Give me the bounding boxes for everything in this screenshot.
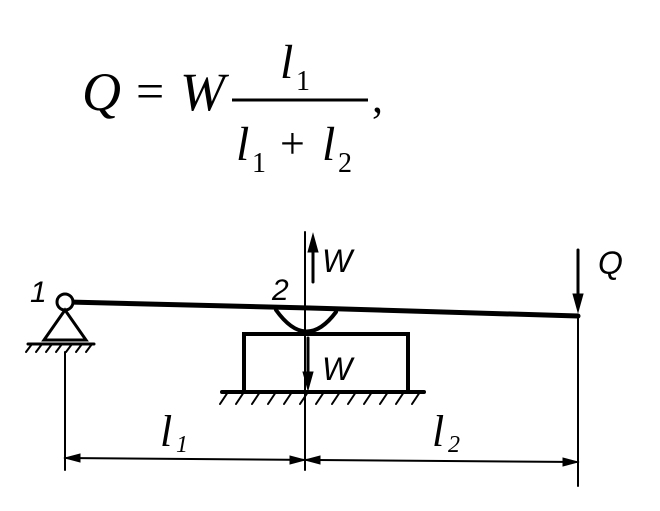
lever-beam xyxy=(65,299,581,319)
formula-equals: = xyxy=(136,63,164,119)
dimension-2-subscript: 2 xyxy=(448,432,460,458)
formula-numerator: l xyxy=(280,36,293,89)
mechanism-diagram xyxy=(25,231,584,487)
dimension-arrow-mid-left xyxy=(289,455,307,465)
lower-force-arrowhead xyxy=(302,371,314,392)
contact-label: 2 xyxy=(271,274,289,307)
dimension-2-label: l xyxy=(432,407,444,456)
formula-denominator-term-1-subscript: 1 xyxy=(252,148,266,179)
formula-lhs: Q xyxy=(82,62,121,122)
formula-denominator-term-1: l xyxy=(236,118,249,171)
formula-numerator-subscript: 1 xyxy=(296,66,310,97)
diagram-labels: 1 2 W W Q l 1 l 2 xyxy=(30,243,623,458)
dimension-arrow-right xyxy=(562,457,580,467)
pivot-ground-hatching xyxy=(25,343,93,353)
dimension-1-subscript: 1 xyxy=(176,432,188,458)
formula-denominator-term-2: l xyxy=(322,118,335,171)
formula-trailing-comma: , xyxy=(372,73,383,122)
block-ground-hatching xyxy=(219,391,421,405)
dimension-line xyxy=(64,457,579,463)
pivot-support-triangle xyxy=(41,307,89,342)
end-force-arrowhead xyxy=(572,293,584,314)
dimension-1-label: l xyxy=(160,407,172,456)
lower-force-label: W xyxy=(322,351,355,387)
formula: Q = W l 1 l 1 + l 2 , xyxy=(82,36,383,179)
end-force-label: Q xyxy=(598,245,623,281)
upper-force-label: W xyxy=(322,243,355,279)
dimension-arrow-mid-right xyxy=(303,455,321,465)
formula-denominator-term-2-subscript: 2 xyxy=(338,148,352,179)
support-label: 1 xyxy=(30,276,47,309)
sliding-block xyxy=(242,332,410,394)
formula-plus: + xyxy=(280,119,305,168)
formula-factor: W xyxy=(180,62,230,122)
dimension-arrow-left xyxy=(63,453,81,463)
upper-force-arrowhead xyxy=(307,232,319,253)
